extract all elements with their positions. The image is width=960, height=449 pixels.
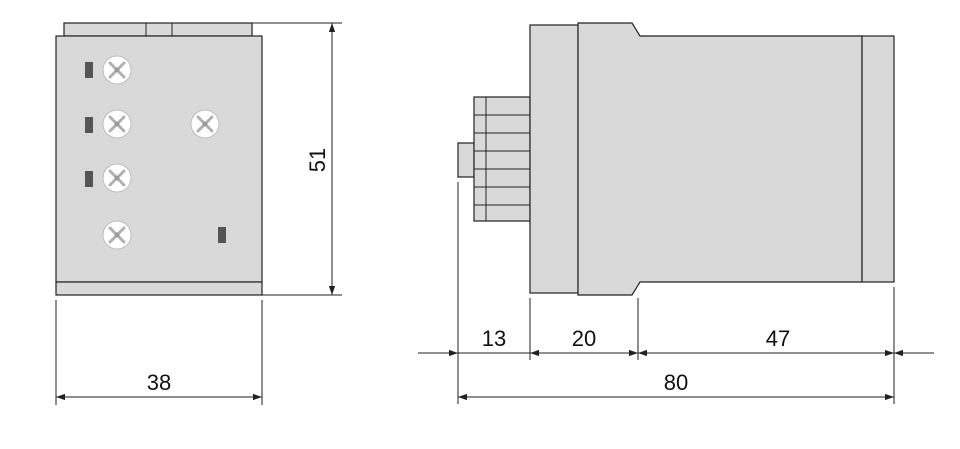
front-top-tab [63, 22, 253, 37]
dimension-label-side-total: 80 [664, 370, 688, 395]
screw-terminal-icon [189, 108, 221, 140]
dimension-label-side-body: 47 [766, 326, 790, 351]
screw-terminal-icon [101, 54, 133, 86]
dimension-label-front-width: 38 [147, 370, 171, 395]
indicator-mark [85, 171, 93, 187]
screw-terminal-icon [101, 219, 133, 251]
socket-plug [473, 96, 531, 222]
dimension-label-side-front: 20 [572, 326, 596, 351]
screw-terminal-icon [101, 162, 133, 194]
dimension-label-side-plug: 13 [482, 326, 506, 351]
side-view [457, 22, 895, 296]
screw-terminal-icon [101, 108, 133, 140]
front-view [55, 22, 263, 296]
indicator-mark [218, 227, 226, 243]
indicator-mark [85, 117, 93, 133]
front-base-strip [55, 281, 263, 296]
side-extension-lines [457, 182, 895, 404]
socket-key [457, 142, 475, 178]
dimension-front-height [252, 22, 342, 296]
dimension-front-width [55, 300, 263, 405]
dimension-label-front-height: 51 [305, 148, 330, 172]
indicator-mark [85, 62, 93, 78]
side-front-bezel [529, 24, 579, 294]
side-main-body [577, 22, 863, 296]
side-rear-cap [861, 35, 895, 283]
